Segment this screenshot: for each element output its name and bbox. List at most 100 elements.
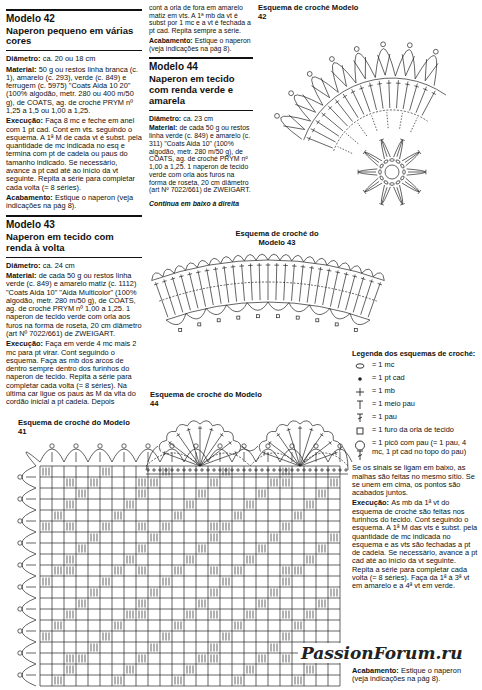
treble-stitch — [187, 556, 188, 564]
treble-stitch — [265, 600, 266, 608]
treble-stitch — [352, 276, 357, 277]
chart-model-42 — [275, 42, 446, 205]
single-crochet — [320, 470, 324, 471]
treble-stitch — [142, 523, 143, 531]
filet-grid — [40, 620, 340, 621]
treble-stitch — [247, 556, 248, 564]
treble-stitch — [202, 600, 203, 608]
treble-stitch — [396, 83, 401, 84]
treble-stitch — [343, 95, 347, 98]
scallop-loop — [313, 424, 325, 431]
treble-stitch — [229, 633, 230, 641]
treble-stitch — [402, 54, 405, 76]
legend-symbol — [352, 400, 368, 410]
treble-stitch — [405, 181, 420, 192]
field-name: Execução: — [6, 339, 43, 348]
fabric-hole — [296, 316, 299, 319]
treble-stitch — [199, 655, 200, 663]
treble-stitch — [300, 442, 332, 466]
treble-stitch — [139, 523, 140, 531]
treble-stitch — [26, 521, 36, 522]
treble-stitch — [67, 666, 68, 674]
treble-stitch — [115, 622, 116, 630]
scallop-loop — [40, 449, 64, 462]
treble-stitch — [217, 523, 218, 531]
scallop-loop — [136, 449, 160, 462]
treble-stitch — [139, 655, 140, 663]
filet-grid — [40, 664, 340, 665]
treble-stitch — [179, 276, 184, 277]
treble-stitch — [310, 666, 311, 674]
scallop-loop — [304, 449, 328, 462]
treble-stitch — [311, 129, 336, 142]
picot — [50, 444, 54, 448]
treble-stitch — [309, 137, 311, 141]
treble-stitch — [190, 556, 191, 564]
treble-stitch — [67, 556, 68, 564]
treble-stitch — [187, 611, 188, 619]
treble-stitch — [85, 545, 86, 553]
treble-stitch — [379, 139, 384, 141]
picot — [18, 563, 22, 567]
treble-stitch — [346, 275, 356, 311]
field-name: Diâmetro: — [6, 261, 41, 270]
treble-stitch — [322, 113, 344, 131]
single-crochet — [308, 470, 312, 471]
legend-entry: = 1 pau — [352, 413, 478, 423]
scallop-loop — [315, 258, 327, 265]
treble-stitch — [200, 428, 212, 466]
treble-stitch — [331, 534, 332, 542]
scallop-loop — [197, 260, 209, 267]
treble-stitch — [310, 556, 311, 564]
treble-stitch — [133, 556, 134, 564]
treble-stitch — [94, 644, 95, 652]
fabric-hole — [335, 323, 338, 326]
treble-stitch — [271, 534, 272, 542]
treble-stitch — [289, 115, 305, 130]
treble-stitch — [307, 611, 308, 619]
field-text: Faça em verde 4 mc mais 2 mc para pt vir… — [6, 339, 136, 406]
treble-stitch — [70, 501, 71, 509]
treble-stitch — [370, 83, 377, 110]
picot — [18, 497, 22, 501]
treble-stitch — [139, 479, 140, 487]
scallop-loop — [200, 421, 213, 426]
treble-stitch — [163, 523, 164, 531]
scallop-loop — [22, 510, 36, 532]
treble-stitch — [358, 172, 376, 173]
picot — [289, 91, 294, 96]
treble-stitch — [397, 187, 403, 204]
legend-symbol — [352, 374, 368, 384]
text-column: cont a orla de fora em amarelo matiz em … — [149, 4, 253, 210]
treble-stitch — [223, 578, 224, 586]
treble-stitch — [223, 468, 224, 476]
legend-entry: = 1 mc — [352, 361, 478, 371]
treble-stitch — [283, 523, 284, 531]
treble-stitch — [335, 100, 352, 122]
single-crochet — [176, 470, 180, 471]
treble-stitch — [316, 452, 317, 462]
scallop-loop — [280, 449, 304, 462]
corner-loop — [26, 452, 40, 466]
treble-stitch — [301, 567, 302, 575]
treble-stitch — [190, 666, 191, 674]
treble-stitch — [55, 677, 56, 685]
treble-stitch — [169, 633, 170, 641]
legend-entry: = 1 meio pau — [352, 400, 478, 410]
treble-stitch — [145, 567, 146, 575]
scallop-loop — [209, 258, 221, 265]
treble-stitch — [49, 633, 50, 641]
treble-stitch — [91, 534, 92, 542]
stitch-row — [166, 302, 370, 320]
treble-stitch — [109, 633, 110, 641]
treble-stitch — [207, 269, 214, 305]
treble-stitch — [200, 452, 238, 466]
treble-stitch — [145, 490, 146, 498]
treble-stitch — [145, 523, 146, 531]
field-text: 50 g ou restos linha branca (c. 1), amar… — [6, 65, 138, 115]
treble-stitch — [262, 655, 263, 663]
treble-stitch — [156, 282, 168, 317]
chain-arc — [146, 453, 348, 466]
treble-stitch — [52, 452, 53, 462]
treble-stitch — [253, 611, 254, 619]
